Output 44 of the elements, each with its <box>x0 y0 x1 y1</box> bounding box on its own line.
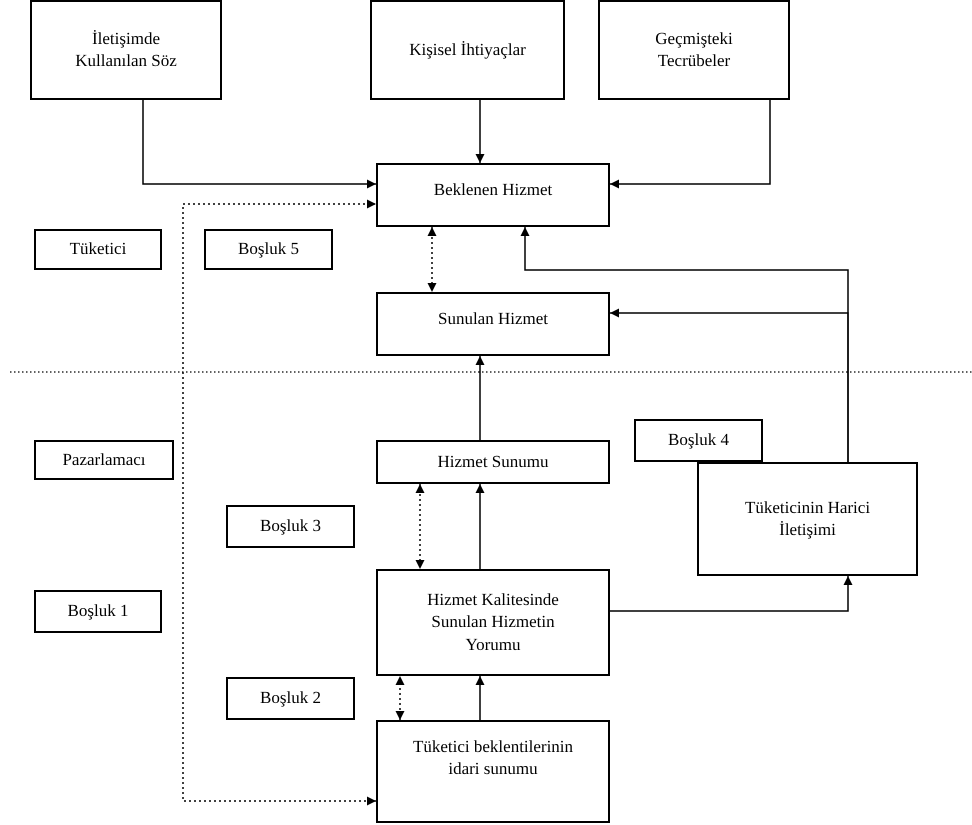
arrow <box>610 308 849 462</box>
group-label-box <box>34 229 162 270</box>
box-label: Tüketici <box>70 238 126 260</box>
process-box <box>376 292 610 356</box>
process-box <box>697 462 918 576</box>
arrow <box>428 227 436 292</box>
process-box <box>30 0 222 100</box>
process-box <box>598 0 790 100</box>
gap-box <box>226 505 355 548</box>
arrow <box>610 576 852 612</box>
arrow <box>476 100 484 163</box>
gap-box <box>226 677 355 720</box>
box-label: Tüketici beklentilerinin idari sunumu <box>412 736 574 780</box>
box-label: İletişimde Kullanılan Söz <box>74 28 178 72</box>
box-label: Tüketicinin Harici İletişimi <box>744 496 872 541</box>
process-box <box>376 720 610 823</box>
box-label: Boşluk 4 <box>668 429 729 452</box>
box-label: Boşluk 1 <box>68 600 128 622</box>
gap-box <box>634 419 763 462</box>
process-box <box>376 569 610 676</box>
arrow <box>476 676 484 720</box>
gap-box <box>204 229 333 270</box>
box-label: Kişisel İhtiyaçlar <box>409 38 526 61</box>
box-label: Beklenen Hizmet <box>434 179 552 201</box>
box-label: Pazarlamacı <box>62 448 146 471</box>
arrow <box>610 100 771 188</box>
arrow <box>396 676 404 720</box>
arrow <box>476 356 484 440</box>
gap-box <box>34 590 162 633</box>
process-box <box>376 440 610 484</box>
process-box <box>370 0 565 100</box>
arrow <box>416 484 424 569</box>
box-label: Geçmişteki Tecrübeler <box>654 28 734 72</box>
group-label-box <box>34 440 174 480</box>
box-label: Sunulan Hizmet <box>438 308 548 330</box>
arrow <box>142 100 376 188</box>
box-label: Hizmet Sunumu <box>438 450 548 473</box>
box-label: Boşluk 5 <box>238 238 299 260</box>
arrow <box>182 200 376 806</box>
box-label: Hizmet Kalitesinde Sunulan Hizmetin Yorumu <box>426 589 560 656</box>
arrow <box>476 484 484 569</box>
process-box <box>376 163 610 227</box>
box-label: Boşluk 3 <box>260 515 321 538</box>
box-label: Boşluk 2 <box>260 687 321 710</box>
